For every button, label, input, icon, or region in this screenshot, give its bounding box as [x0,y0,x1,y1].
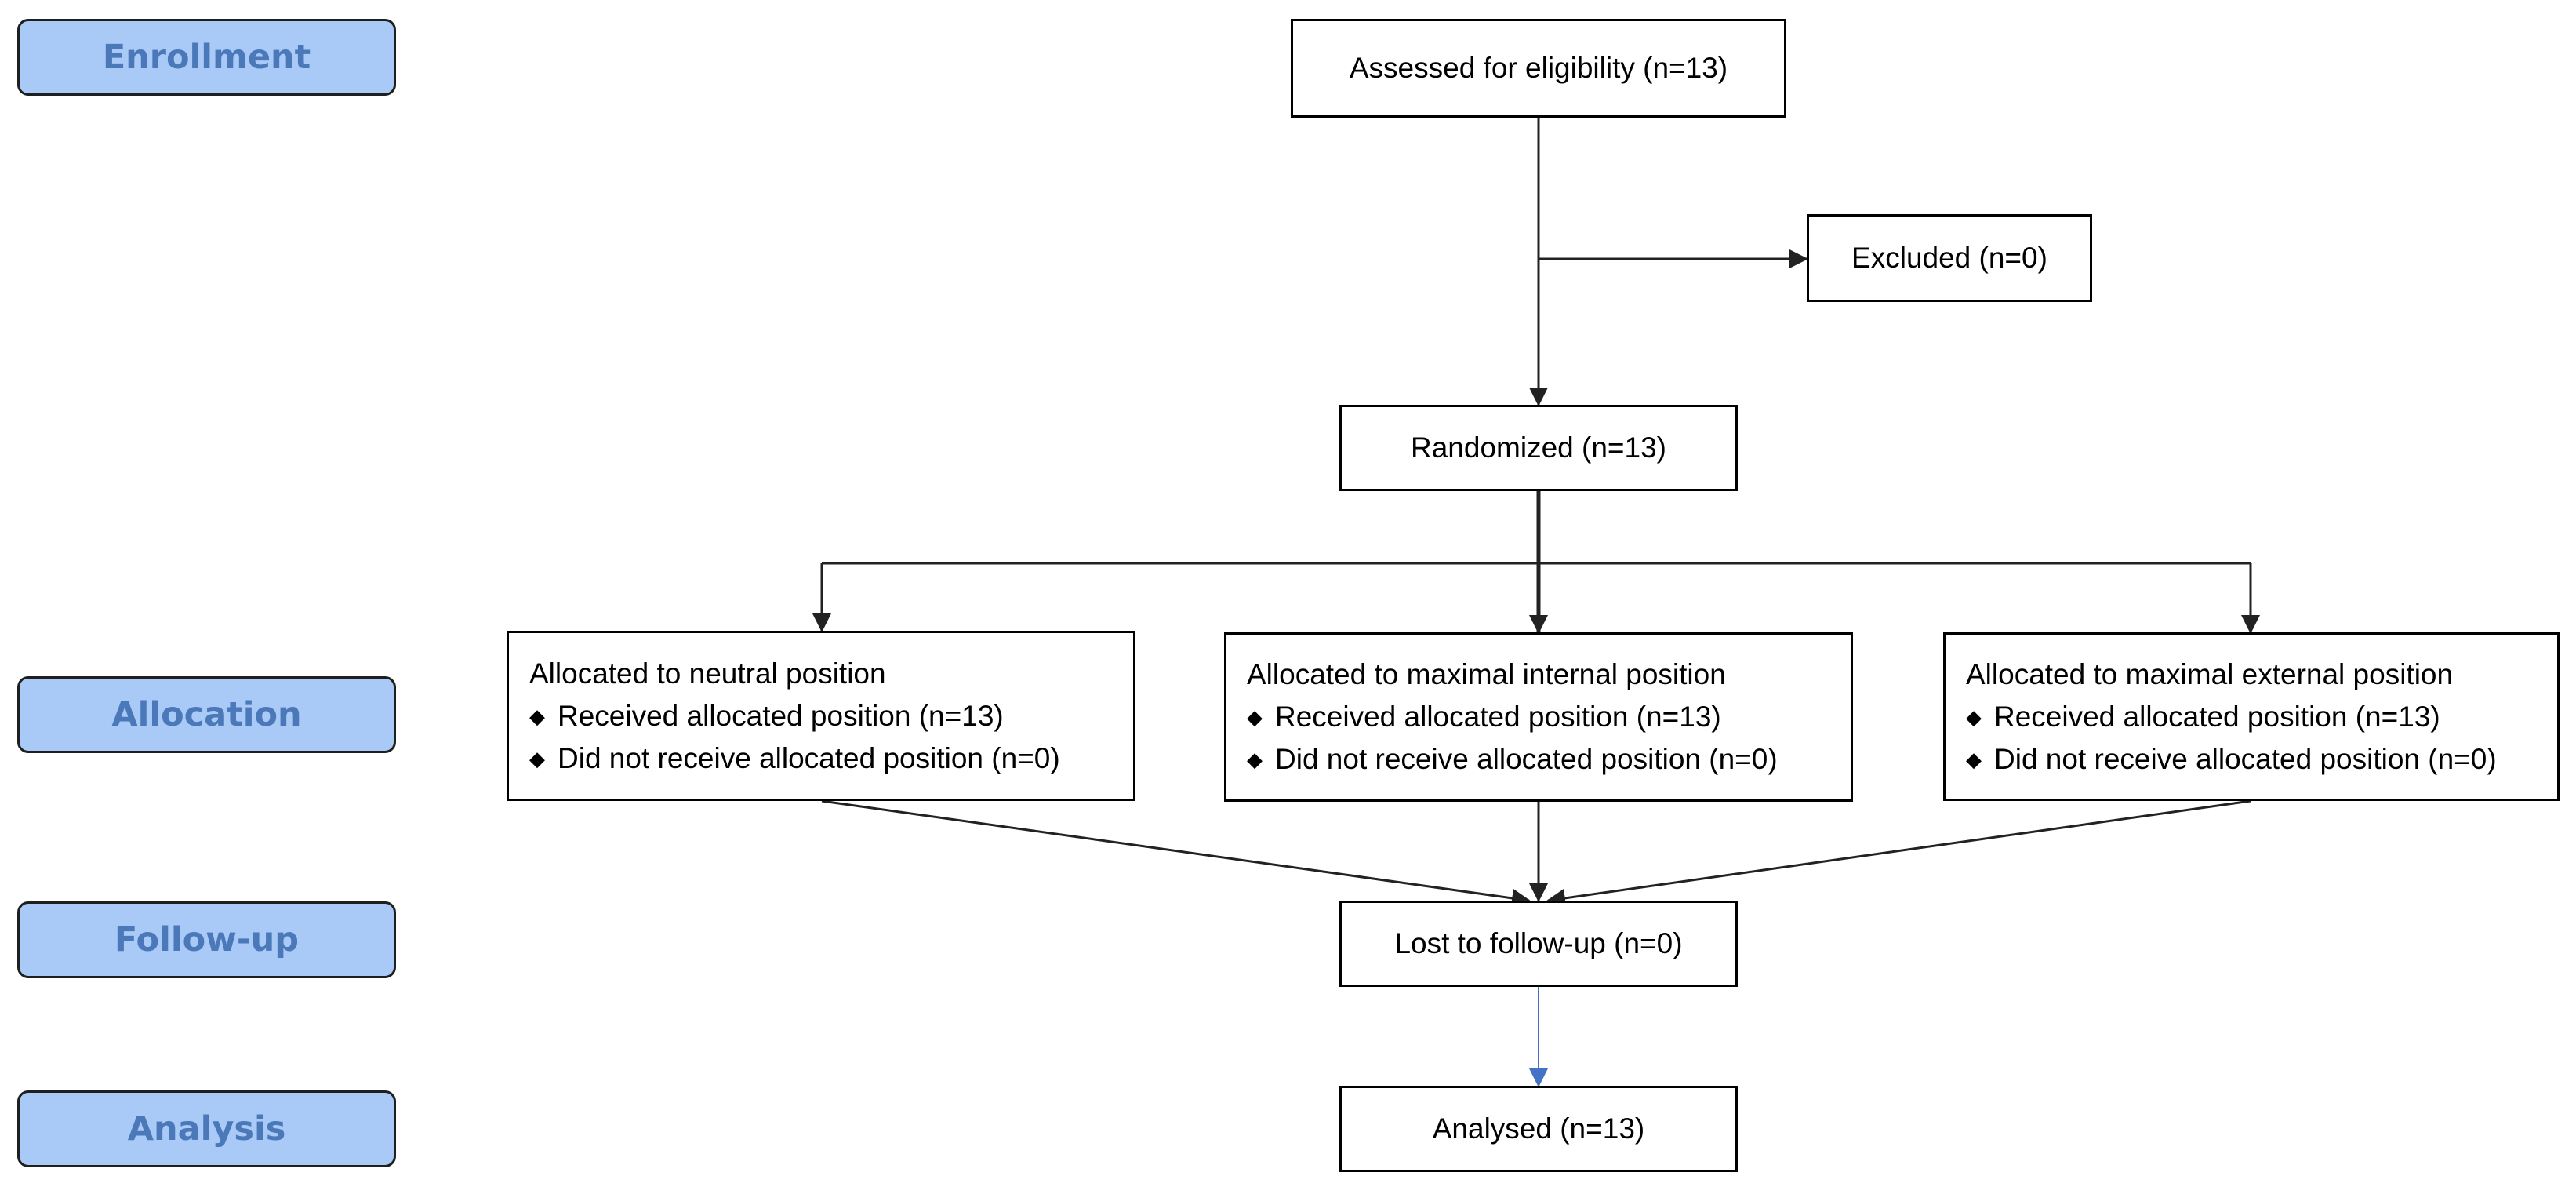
list-item: ◆ Received allocated position (n=13) [1247,696,1721,738]
list-item-text: Received allocated position (n=13) [558,699,1004,732]
diamond-icon: ◆ [529,704,545,728]
lost-to-follow-up-box: Lost to follow-up (n=0) [1339,901,1738,987]
group-title: Allocated to maximal external position [1966,657,2454,690]
group-title: Allocated to maximal internal position [1247,658,1726,690]
list-item: ◆ Did not receive allocated position (n=0… [1247,738,1778,781]
diamond-icon: ◆ [1247,748,1263,771]
stage-follow-up: Follow-up [17,901,396,978]
list-item: ◆ Received allocated position (n=13) [529,695,1004,737]
diamond-icon: ◆ [1966,747,1982,771]
list-item-text: Did not receive allocated position (n=0) [1994,742,2497,775]
list-item: ◆ Did not receive allocated position (n=0… [1966,738,2497,781]
group-title: Allocated to neutral position [529,657,886,690]
randomized-box: Randomized (n=13) [1339,405,1738,491]
list-item-text: Received allocated position (n=13) [1275,701,1721,733]
list-item: ◆ Did not receive allocated position (n=0… [529,737,1060,780]
internal-allocation-box: Allocated to maximal internal position ◆… [1224,632,1853,802]
list-item-text: Did not receive allocated position (n=0) [1275,743,1778,775]
assessed-box: Assessed for eligibility (n=13) [1291,19,1786,118]
analysed-box: Analysed (n=13) [1339,1086,1738,1172]
excluded-box: Excluded (n=0) [1807,214,2092,302]
list-item-text: Did not receive allocated position (n=0) [558,741,1060,774]
external-allocation-box: Allocated to maximal external position ◆… [1943,632,2560,801]
diamond-icon: ◆ [1966,704,1982,729]
neutral-allocation-box: Allocated to neutral position ◆ Received … [507,631,1135,801]
stage-enrollment: Enrollment [17,19,396,96]
arrow-neutral-to-lost [821,799,1531,908]
arrow-external-to-lost [1546,799,2251,908]
stage-allocation: Allocation [17,676,396,753]
list-item-text: Received allocated position (n=13) [1994,700,2440,733]
diamond-icon: ◆ [1247,705,1263,729]
list-item: ◆ Received allocated position (n=13) [1966,696,2440,738]
diamond-icon: ◆ [529,746,545,770]
stage-analysis: Analysis [17,1090,396,1167]
